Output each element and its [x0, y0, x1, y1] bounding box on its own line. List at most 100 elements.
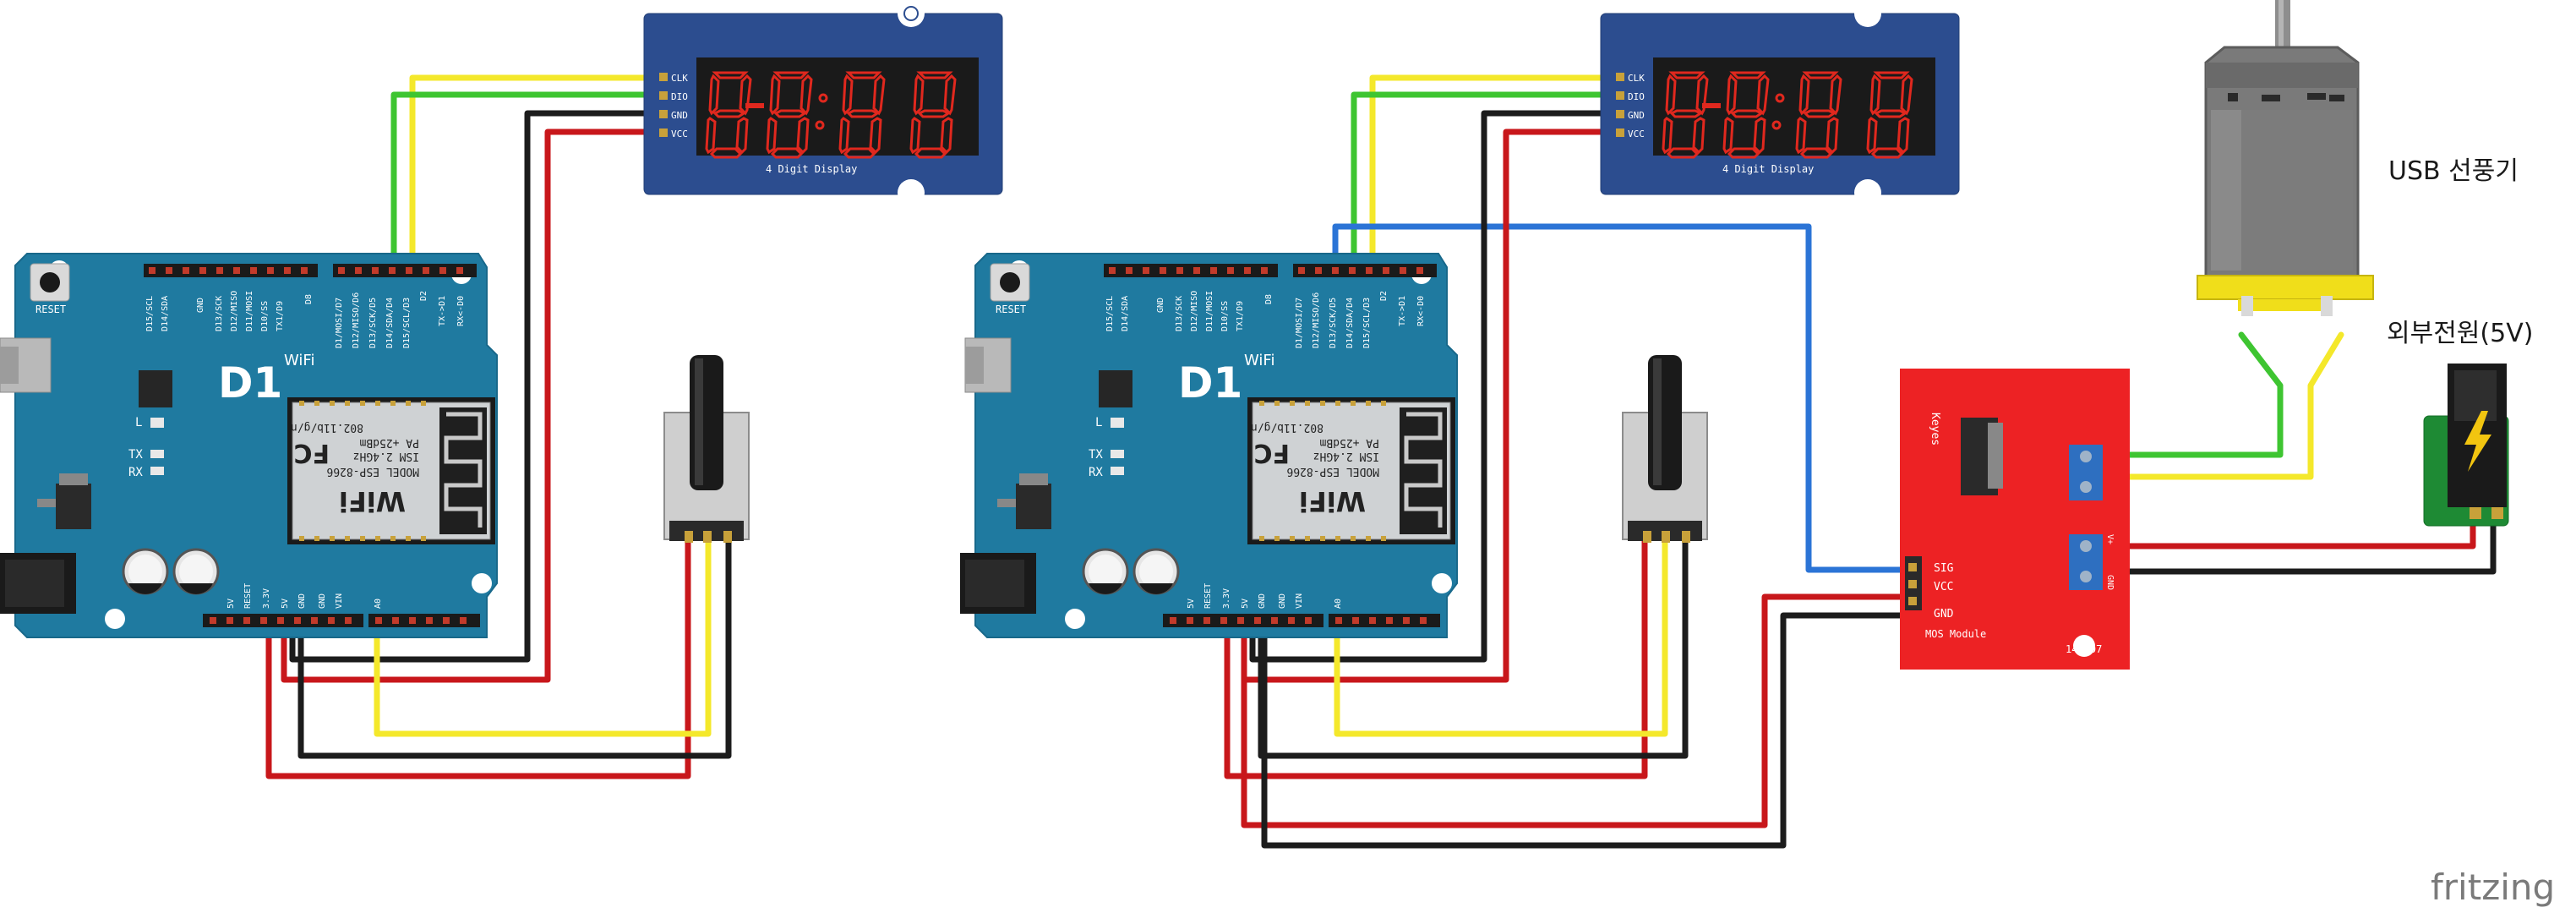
fritzing-watermark: fritzing — [2431, 867, 2555, 908]
pin-label: 5V — [1187, 599, 1196, 609]
board-wifi-label: WiFi — [1244, 352, 1274, 369]
pin-label: 3.3V — [262, 588, 271, 609]
pin-label: D13/SCK — [1175, 296, 1184, 331]
wire-red-vcc-1 — [281, 128, 663, 683]
four-digit-display-1: CLK DIO GND VCC 4 Digit Display — [643, 0, 1003, 206]
mos-module: Keyes V+ GND SIG VCC GND MOS Module 140C… — [1900, 369, 2130, 670]
wire-red-mos-vcc — [1241, 593, 1915, 828]
wire-yellow-fan — [2093, 331, 2344, 480]
mos-code: 140C07 — [2066, 643, 2102, 655]
board-logo: D1 — [1178, 358, 1242, 407]
pin-label: D14/SDA — [1121, 296, 1130, 331]
pin-vcc: VCC — [1934, 581, 1953, 593]
d1-wifi-board-2: RESET L TX RX D1 WiFi MODEL ESP-8266 I — [960, 253, 1458, 638]
pin-label: D13/SCK/D5 — [368, 298, 378, 348]
pin-label: D2 — [1379, 291, 1389, 301]
pin-dio: DIO — [671, 91, 688, 102]
wire-green-dio-2 — [1351, 91, 1619, 272]
pin-label: 5V — [281, 599, 290, 609]
module-model: MODEL ESP-8266 — [326, 465, 419, 478]
pin-label: GND — [196, 298, 205, 313]
pin-label: GND — [297, 593, 307, 609]
pin-vcc: VCC — [1628, 128, 1645, 139]
power-label: 외부전원(5V) — [2387, 319, 2533, 348]
pin-gnd: GND — [1628, 110, 1645, 121]
pin-label: A0 — [1334, 599, 1343, 609]
wires — [265, 74, 2497, 849]
terminal-gnd: GND — [2105, 575, 2115, 590]
pin-gnd: GND — [671, 110, 688, 121]
pin-label: D11/MOSI — [245, 291, 254, 331]
wire-black-gnd-pot-2 — [1258, 538, 1689, 759]
board-wifi-label: WiFi — [284, 352, 314, 369]
wire-black-gnd-1 — [289, 110, 663, 663]
pin-label: VIN — [335, 593, 344, 609]
potentiometer-1 — [663, 355, 750, 543]
pin-label: 5V — [226, 599, 236, 609]
wire-black-mos-gnd — [1261, 612, 1915, 849]
motor-cap — [2197, 275, 2374, 300]
module-line1: ISM 2.4GHz — [353, 450, 419, 462]
led-l-label: L — [1095, 416, 1102, 429]
pin-label: D14/SDA/D4 — [385, 298, 395, 348]
pin-sig: SIG — [1934, 562, 1954, 575]
module-model: MODEL ESP-8266 — [1286, 465, 1379, 478]
module-line1: ISM 2.4GHz — [1313, 450, 1379, 462]
wire-yellow-a0-pot-1 — [374, 538, 712, 737]
voltage-regulator — [1016, 484, 1051, 529]
wire-green-dio-1 — [390, 91, 663, 272]
pin-label: D1/MOSI/D7 — [335, 298, 344, 348]
wire-red-power — [2093, 514, 2476, 549]
pin-label: RX<-D0 — [1416, 296, 1426, 326]
wire-black-gnd-pot-1 — [297, 538, 732, 759]
led-rx-label: RX — [1089, 466, 1103, 479]
wire-blue-sig — [1332, 223, 1912, 573]
pin-label: RESET — [1203, 583, 1213, 609]
pin-label: D14/SDA/D4 — [1345, 298, 1355, 348]
wire-black-power — [2093, 514, 2497, 575]
pin-label: D14/SDA — [161, 296, 170, 331]
pin-label: VIN — [1295, 593, 1304, 609]
pin-label: 5V — [1241, 599, 1250, 609]
module-line2: PA +25dBm — [1319, 436, 1379, 449]
four-digit-display-2: CLK DIO GND VCC 4 Digit Display — [1600, 0, 1960, 206]
wire-black-gnd-2 — [1249, 110, 1619, 663]
wire-green-fan — [2093, 331, 2284, 458]
pin-label: D12/MISO/D6 — [352, 292, 361, 348]
pin-label: D12/MISO/D6 — [1312, 292, 1321, 348]
esp8266-module: MODEL ESP-8266 ISM 2.4GHz PA +25dBm 802.… — [287, 397, 495, 544]
pin-label: D2 — [419, 291, 428, 301]
pin-label: D12/MISO — [1190, 291, 1199, 331]
pin-label: GND — [318, 593, 327, 609]
terminal-vplus: V+ — [2105, 534, 2115, 544]
wire-yellow-clk-1 — [409, 74, 663, 272]
led-tx-label: TX — [1089, 448, 1103, 462]
pin-label: RESET — [243, 583, 253, 609]
wire-yellow-a0-pot-2 — [1334, 538, 1668, 737]
pin-vcc: VCC — [671, 128, 688, 139]
pin-label: D11/MOSI — [1205, 291, 1214, 331]
chip — [139, 370, 172, 407]
pin-label: A0 — [374, 599, 383, 609]
wire-red-5v-pot-2 — [1224, 538, 1648, 779]
pin-label: D8 — [304, 294, 314, 304]
pin-label: D15/SCL — [1105, 296, 1115, 331]
module-wifi: WiFi — [339, 485, 406, 517]
module-line3: 802.11b/g/n — [291, 421, 363, 434]
pin-label: D15/SCL — [145, 296, 155, 331]
pin-clk: CLK — [1628, 73, 1645, 84]
display-caption: 4 Digit Display — [766, 163, 857, 175]
pin-label: D13/SCK/D5 — [1329, 298, 1338, 348]
module-fc: FC — [1253, 438, 1290, 467]
d1-wifi-board-1: RESET L TX RX D1 WiFi — [0, 253, 498, 638]
pin-label: D10/SS — [260, 301, 270, 331]
pin-label: TX->D1 — [1398, 296, 1407, 326]
pin-label: 3.3V — [1222, 588, 1231, 609]
pin-label: D13/SCK — [215, 296, 224, 331]
power-jack — [2423, 364, 2509, 527]
fan-label: USB 선풍기 — [2388, 156, 2519, 186]
esp8266-module: MODEL ESP-8266 ISM 2.4GHz PA +25dBm 802.… — [1247, 397, 1455, 544]
pin-label: D10/SS — [1220, 301, 1230, 331]
pin-label: RX<-D0 — [456, 296, 466, 326]
pin-label: TX->D1 — [438, 296, 447, 326]
